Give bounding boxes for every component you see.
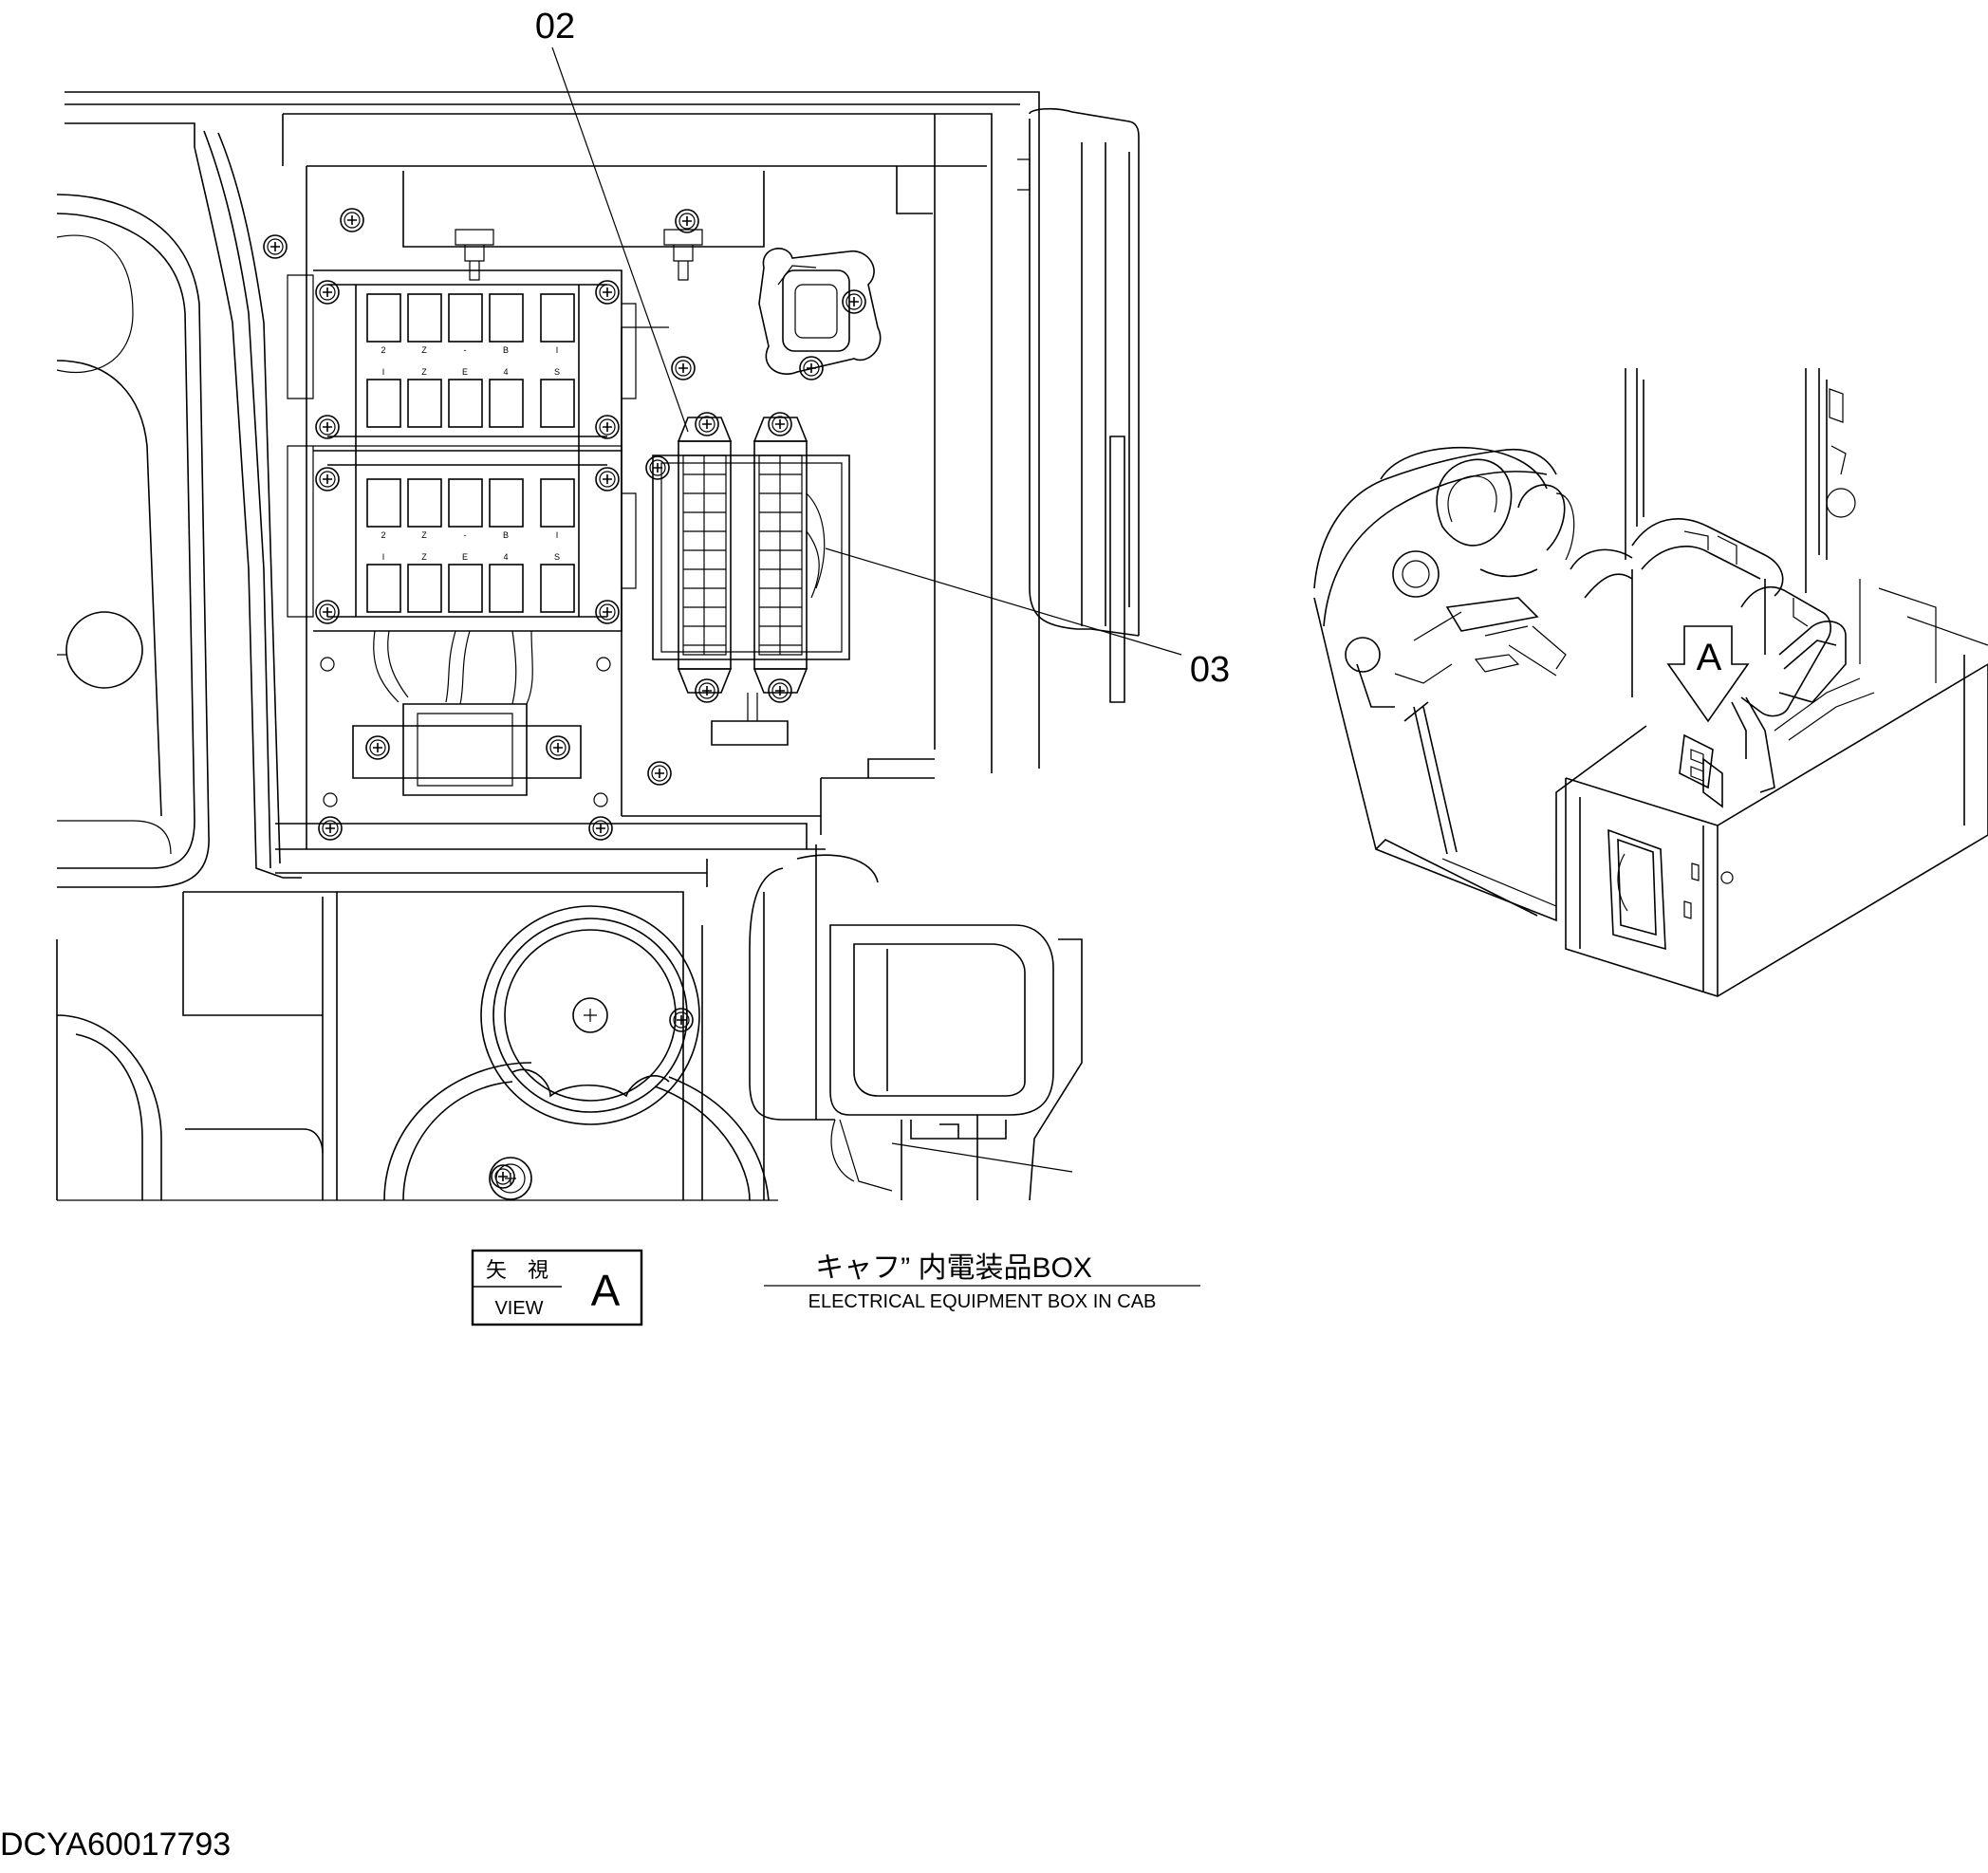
- screw: [647, 761, 672, 786]
- relay-mark: -: [464, 345, 467, 355]
- relay-mark: S: [554, 367, 560, 377]
- view-a-drawing: 2 Z - B I I Z E 4 S 2 Z - B I: [56, 91, 1140, 1201]
- leader-line-03: [825, 547, 1182, 656]
- relay-mark: Z: [421, 367, 427, 377]
- screw: [799, 356, 824, 380]
- view-label-english: VIEW: [494, 1298, 543, 1319]
- screw: [695, 412, 719, 436]
- relay-mark: E: [462, 367, 468, 377]
- caption-english: ELECTRICAL EQUIPMENT BOX IN CAB: [808, 1291, 1157, 1312]
- leader-line-02: [551, 46, 689, 433]
- relay-mark: I: [556, 345, 559, 355]
- screw: [595, 600, 620, 624]
- screw-hole: [320, 657, 335, 672]
- screw: [595, 415, 620, 439]
- relay-mark: I: [382, 367, 385, 377]
- relay-mark: I: [556, 530, 559, 540]
- view-label-kanji: 矢 視: [486, 1258, 548, 1282]
- relay-mark: -: [464, 530, 467, 540]
- screw: [671, 356, 696, 380]
- callout-02: 02: [535, 7, 575, 46]
- round-connector: [758, 248, 882, 375]
- screw-hole: [593, 792, 608, 807]
- blower-lower: [383, 1062, 770, 1201]
- screw: [595, 467, 620, 491]
- callout-03: 03: [1190, 650, 1230, 690]
- fuse-box-right: [752, 417, 826, 694]
- screw: [768, 412, 792, 436]
- screw: [315, 467, 340, 491]
- relay-mark: B: [503, 530, 509, 540]
- screw-hole: [596, 657, 611, 672]
- drawing-id: DCYA60017793: [0, 1827, 231, 1863]
- screw: [675, 209, 699, 233]
- view-arrow-a: A: [1666, 625, 1750, 723]
- relay-mark: Z: [421, 530, 427, 540]
- relay-mark: 2: [381, 530, 385, 540]
- screw: [365, 735, 390, 760]
- screw: [315, 280, 340, 305]
- screw: [318, 816, 343, 841]
- relay-mark: E: [462, 552, 468, 562]
- relay-block-lower: 2 Z - B I I Z E 4 S: [366, 478, 575, 613]
- relay-mark: I: [382, 552, 385, 562]
- screw: [842, 289, 866, 314]
- view-label-box: [471, 1249, 643, 1326]
- screw: [645, 455, 670, 480]
- relay-mark: S: [554, 552, 560, 562]
- screw-hole: [323, 792, 338, 807]
- screw: [315, 415, 340, 439]
- caption-japanese: キャフ” 内電装品BOX: [815, 1252, 1092, 1284]
- top-studs: [455, 229, 703, 281]
- screw: [669, 1008, 694, 1032]
- screw: [263, 234, 288, 259]
- screw: [315, 600, 340, 624]
- view-arrow-letter: A: [1697, 637, 1722, 678]
- screw: [340, 208, 364, 232]
- screw: [588, 816, 613, 841]
- relay-mark: 4: [503, 552, 508, 562]
- blower-upper: [480, 905, 700, 1125]
- view-label-letter: A: [591, 1266, 621, 1315]
- screw: [695, 678, 719, 703]
- fuse-box-left: [677, 417, 733, 694]
- screws: [263, 208, 866, 1189]
- caption: キャフ” 内電装品BOX ELECTRICAL EQUIPMENT BOX IN…: [764, 1252, 1200, 1312]
- relay-mark: Z: [421, 552, 427, 562]
- relay-mark: 2: [381, 345, 385, 355]
- screw: [546, 735, 570, 760]
- relay-block-upper: 2 Z - B I I Z E 4 S: [366, 293, 575, 428]
- relay-mark: Z: [421, 345, 427, 355]
- relay-mark: 4: [503, 367, 508, 377]
- relay-mark: B: [503, 345, 509, 355]
- screw: [768, 678, 792, 703]
- screw: [595, 280, 620, 305]
- cab-isometric-view: A: [1313, 368, 1988, 997]
- view-label: 矢 視 VIEW A: [471, 1249, 643, 1326]
